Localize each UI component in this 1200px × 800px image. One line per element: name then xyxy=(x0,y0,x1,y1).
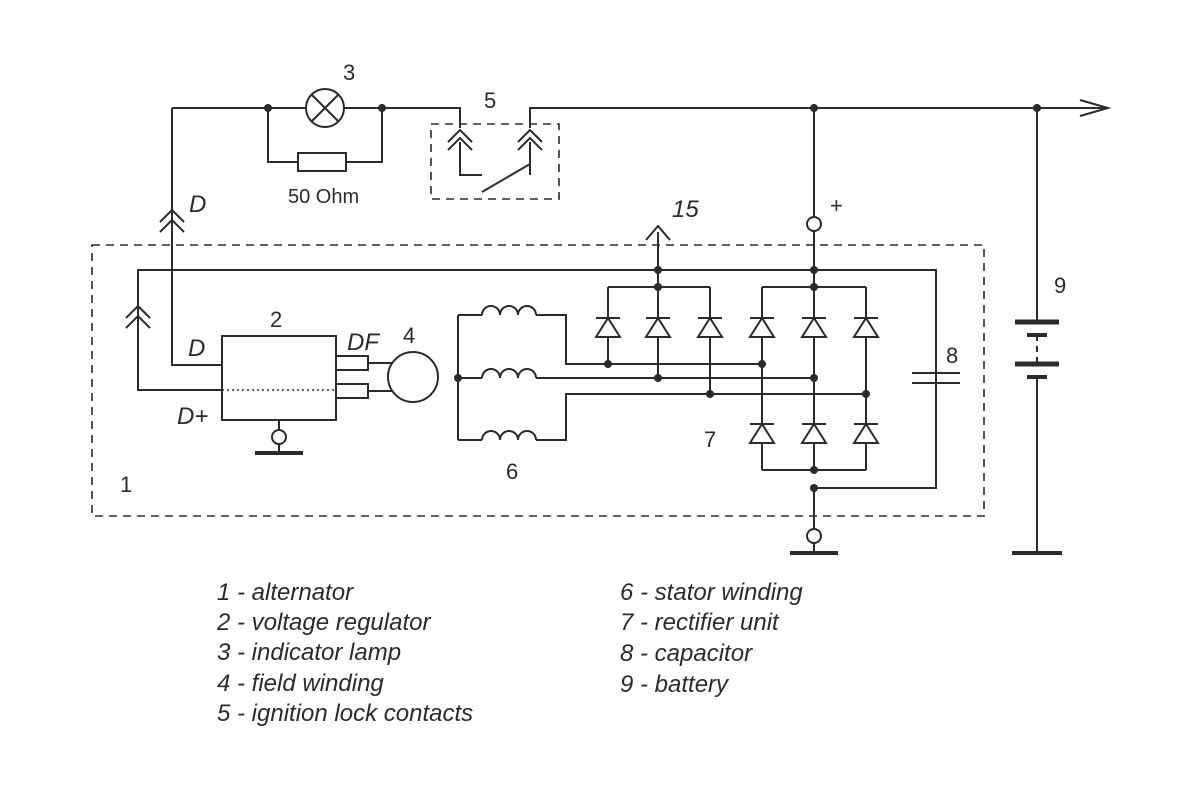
label-9: 9 xyxy=(1054,273,1066,298)
diode-aux-3-icon xyxy=(696,316,724,338)
label-8: 8 xyxy=(946,343,958,368)
indicator-lamp-icon xyxy=(305,88,345,128)
terminal-15-label: 15 xyxy=(672,196,699,223)
regulator-df-label: DF xyxy=(347,329,380,356)
regulator-d-label: D xyxy=(188,335,205,362)
top-wiring xyxy=(171,107,1105,366)
rectifier-unit xyxy=(594,266,880,492)
diode-aux-1-icon xyxy=(594,316,622,338)
capacitor-icon xyxy=(912,372,960,384)
dplus-connector-icon xyxy=(125,304,151,329)
legend-item: 1 - alternator xyxy=(217,579,354,606)
field-winding-icon xyxy=(387,351,439,403)
label-6: 6 xyxy=(506,459,518,484)
ignition-lock-box xyxy=(430,123,560,200)
switch-connector-right-icon xyxy=(517,128,543,151)
label-7: 7 xyxy=(704,427,716,452)
legend-item: 8 - capacitor xyxy=(620,640,753,667)
label-2: 2 xyxy=(270,307,282,332)
voltage-regulator xyxy=(221,335,337,421)
terminal-d-label: D xyxy=(189,191,206,218)
legend-item: 3 - indicator lamp xyxy=(217,639,401,666)
switch-connector-left-icon xyxy=(447,128,473,151)
label-3: 3 xyxy=(343,60,355,85)
output-arrow-icon xyxy=(1079,99,1112,117)
terminal-15-arrow-icon xyxy=(645,224,671,241)
plus-terminal xyxy=(806,216,822,232)
legend-item: 7 - rectifier unit xyxy=(620,609,780,636)
legend-item: 4 - field winding xyxy=(217,670,384,697)
legend-item: 5 - ignition lock contacts xyxy=(217,700,473,727)
legend-item: 6 - stator winding xyxy=(620,579,803,606)
regulator-dplus-label: D+ xyxy=(177,403,208,430)
label-1: 1 xyxy=(120,472,132,497)
legend-item: 2 - voltage regulator xyxy=(216,609,431,636)
legend-right: 6 - stator winding 7 - rectifier unit 8 … xyxy=(620,579,803,698)
alternator-boundary xyxy=(91,244,985,517)
diode-lower-2-icon xyxy=(800,422,828,444)
legend-item: 9 - battery xyxy=(620,671,730,698)
diode-aux-2-icon xyxy=(644,316,672,338)
label-5: 5 xyxy=(484,88,496,113)
diode-upper-1-icon xyxy=(748,316,776,338)
diode-upper-2-icon xyxy=(800,316,828,338)
d-connector-icon xyxy=(159,208,185,233)
battery-icon xyxy=(1012,108,1062,555)
legend-left: 1 - alternator 2 - voltage regulator 3 -… xyxy=(216,579,473,727)
stator-winding xyxy=(454,305,537,441)
diode-lower-3-icon xyxy=(852,422,880,444)
diode-lower-1-icon xyxy=(748,422,776,444)
label-4: 4 xyxy=(403,323,415,348)
plus-label: + xyxy=(830,193,843,218)
diode-upper-3-icon xyxy=(852,316,880,338)
resistor-icon xyxy=(297,152,347,172)
resistor-label: 50 Ohm xyxy=(288,186,359,208)
